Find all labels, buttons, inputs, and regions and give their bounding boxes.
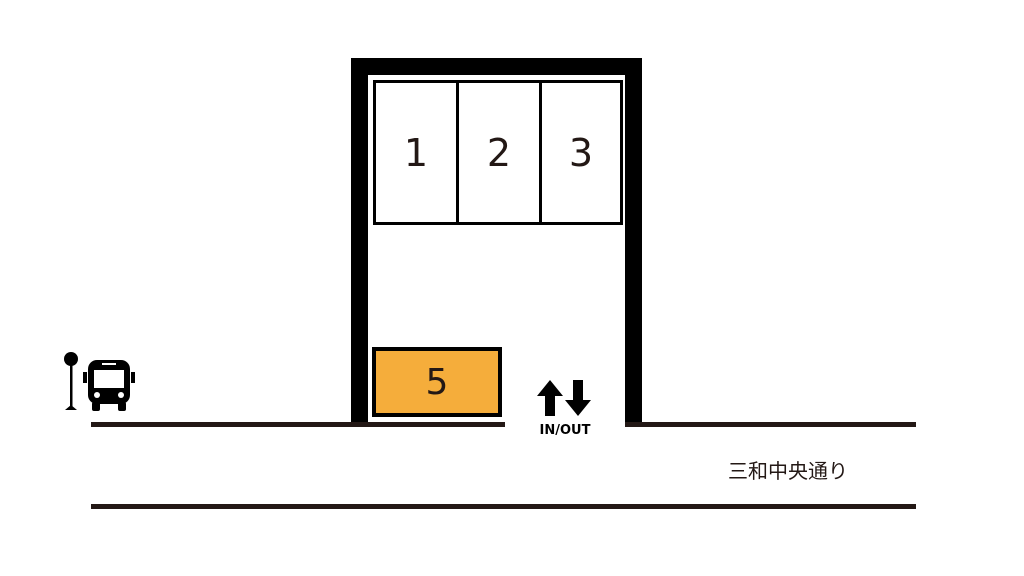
building-wall-right xyxy=(625,58,642,425)
road-edge-bottom xyxy=(91,504,916,509)
space-label: 5 xyxy=(425,361,449,403)
parking-space-1: 1 xyxy=(373,80,459,225)
building-wall-top xyxy=(351,58,642,75)
road-edge-top-right xyxy=(625,422,916,427)
parking-space-5: 5 xyxy=(372,347,502,417)
parking-space-3: 3 xyxy=(539,80,623,225)
space-label: 3 xyxy=(568,130,594,175)
building-wall-left xyxy=(351,58,368,425)
inner-border xyxy=(369,75,625,78)
parking-space-2: 2 xyxy=(456,80,542,225)
in-out-label: IN/OUT xyxy=(539,423,591,438)
bus-stop-icon xyxy=(64,352,78,410)
bus-icon xyxy=(83,360,135,411)
road-name: 三和中央通り xyxy=(728,459,848,483)
space-label: 1 xyxy=(403,130,429,175)
road-edge-top-left xyxy=(91,422,505,427)
space-label: 2 xyxy=(486,130,512,175)
in-out-arrows-icon xyxy=(537,380,591,416)
